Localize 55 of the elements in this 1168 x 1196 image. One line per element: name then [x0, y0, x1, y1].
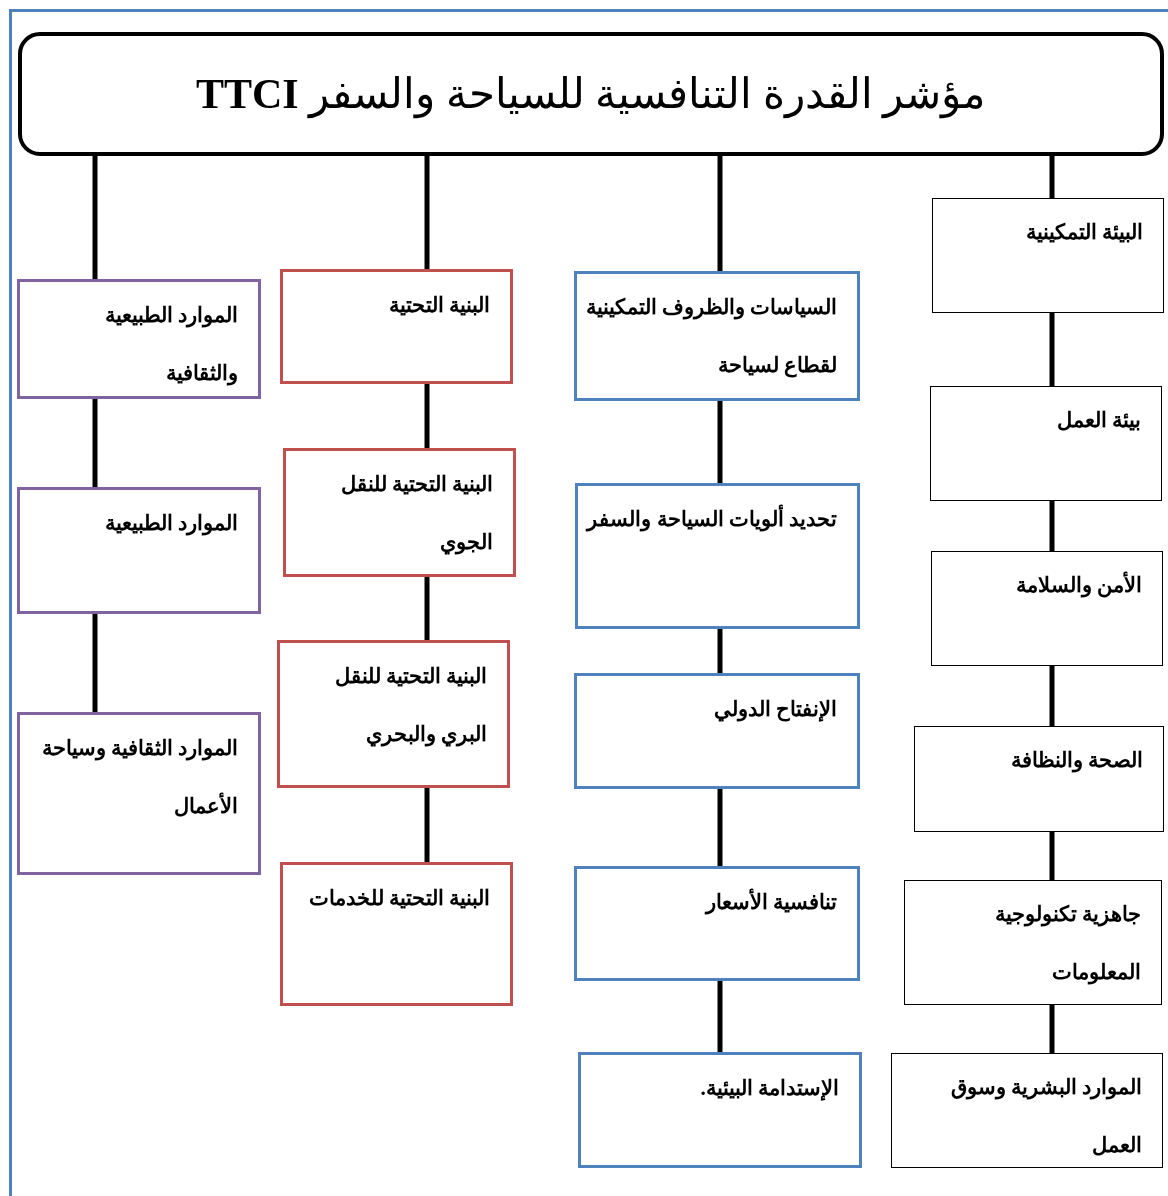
category-box: [914, 726, 1164, 832]
title-box: [18, 32, 1164, 156]
box-label: الموارد الثقافية وسياحة الأعمال: [40, 735, 239, 820]
category-box: [931, 551, 1163, 666]
connector-line: [424, 577, 430, 640]
connector-line: [1049, 832, 1055, 880]
category-box: [932, 198, 1164, 313]
category-box: [578, 1052, 862, 1168]
box-label: الموارد الطبيعية: [103, 510, 239, 538]
connector-line: [424, 384, 430, 448]
connector-line: [1049, 501, 1055, 551]
box-label: الموارد الطبيعية والثقافية: [103, 302, 239, 388]
category-box: [17, 712, 261, 875]
category-box: [283, 448, 516, 577]
category-box: [277, 640, 510, 788]
box-label: البنية التحتية للخدمات: [307, 885, 491, 912]
connector-line: [92, 156, 98, 279]
box-label: بيئة العمل: [1055, 407, 1142, 434]
category-box: [574, 866, 860, 981]
connector-line: [717, 401, 723, 483]
box-label: الصحة والنظافة: [1009, 747, 1144, 775]
box-label: السياسات والظروف التمكينية لقطاع لسياحة: [584, 294, 838, 380]
connector-line: [1049, 666, 1055, 726]
category-box: [574, 271, 860, 401]
category-box: [280, 269, 513, 384]
box-label: الإستدامة البيئية.: [699, 1075, 840, 1103]
box-label: تحديد ألويات السياحة والسفر: [578, 486, 857, 548]
connector-line: [1049, 156, 1055, 198]
connector-line: [92, 399, 98, 487]
connector-line: [717, 156, 723, 271]
box-label: البنية التحتية: [387, 292, 491, 319]
connector-line: [1049, 313, 1055, 386]
category-box: [280, 862, 513, 1006]
category-box: [17, 487, 261, 614]
box-label: جاهزية تكنولوجية المعلومات: [993, 901, 1142, 987]
category-box: [891, 1053, 1163, 1168]
box-label: البنية التحتية للنقل البري والبحري: [333, 663, 488, 749]
box-label: البنية التحتية للنقل الجوي: [339, 471, 494, 557]
box-label: الموارد البشرية وسوق العمل: [949, 1074, 1143, 1159]
box-label: الأمن والسلامة: [1014, 570, 1143, 600]
connector-line: [717, 981, 723, 1052]
connector-line: [92, 614, 98, 712]
connector-line: [424, 788, 430, 862]
category-box: [904, 880, 1162, 1005]
connector-line: [717, 789, 723, 866]
category-box: [575, 483, 860, 629]
category-box: [930, 386, 1162, 501]
box-label: الإنفتاح الدولي: [712, 696, 838, 724]
connector-line: [717, 629, 723, 673]
connector-line: [424, 156, 430, 269]
connector-line: [1049, 1005, 1055, 1053]
box-label: تنافسية الأسعار: [703, 887, 838, 917]
category-box: [17, 279, 261, 399]
box-label: البيئة التمكينية: [1024, 219, 1144, 246]
category-box: [574, 673, 860, 789]
